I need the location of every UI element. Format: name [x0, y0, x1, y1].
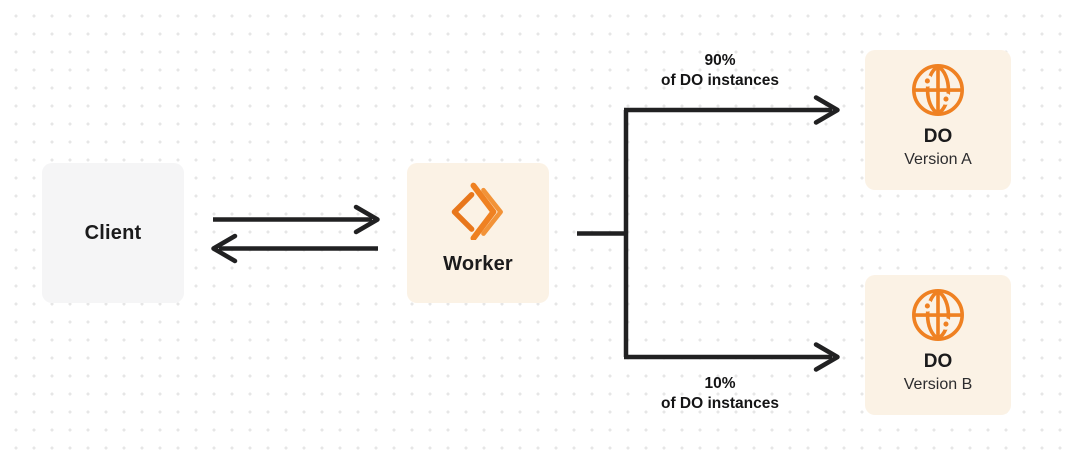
do-version-a-node: DO Version A — [865, 50, 1011, 190]
cloudflare-workers-icon — [449, 182, 507, 240]
top-branch-percent: 90% — [704, 52, 736, 69]
response-arrow — [211, 233, 378, 264]
do-a-subtitle: Version A — [904, 151, 972, 168]
worker-label: Worker — [443, 253, 513, 275]
top-branch-caption: of DO instances — [661, 72, 779, 89]
do-a-title: DO — [923, 126, 953, 147]
durable-object-globe-icon — [909, 286, 967, 344]
top-branch-arrow — [624, 95, 840, 125]
client-label: Client — [84, 221, 142, 244]
top-branch-label: 90% of DO instances — [610, 51, 830, 91]
durable-object-globe-icon — [909, 61, 967, 119]
bottom-branch-arrow — [624, 342, 840, 372]
bottom-branch-caption: of DO instances — [661, 395, 779, 412]
worker-node: Worker — [407, 163, 549, 303]
do-b-title: DO — [923, 351, 953, 372]
do-b-subtitle: Version B — [903, 376, 973, 393]
do-version-b-node: DO Version B — [865, 275, 1011, 415]
client-node: Client — [42, 163, 184, 303]
bottom-branch-percent: 10% — [704, 375, 736, 392]
bottom-branch-label: 10% of DO instances — [610, 374, 830, 414]
request-arrow — [213, 204, 380, 235]
